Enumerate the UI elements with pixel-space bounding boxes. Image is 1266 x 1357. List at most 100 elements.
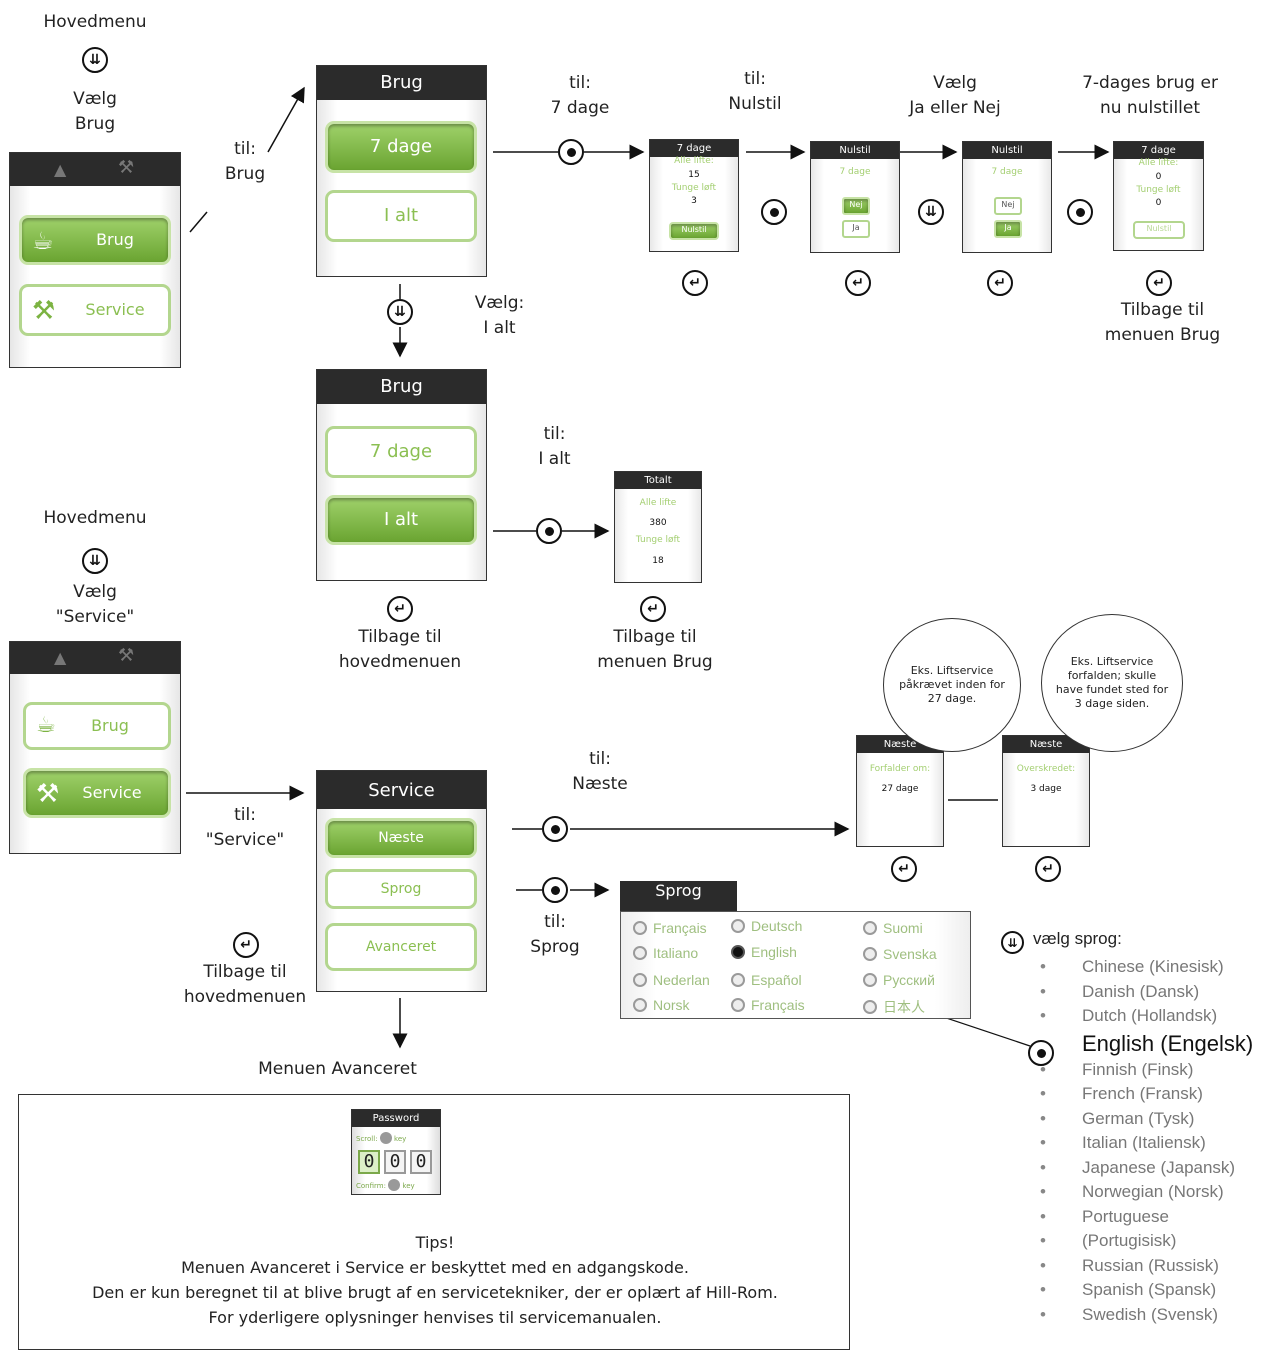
back-icon: ↵ <box>682 270 708 296</box>
sprog-title: Sprog <box>620 881 737 911</box>
label-vaelg-sprog: vælg sprog: <box>1033 929 1122 948</box>
scroll-down-icon: ⇊ <box>1001 931 1024 954</box>
tips-line: For yderligere oplysninger henvises til … <box>208 1308 662 1327</box>
advanced-button[interactable]: Avanceret <box>325 923 477 971</box>
seven-days-screen: 7 dage Alle lifte: 15 Tunge løft 3 Nulst… <box>649 139 739 252</box>
language-option[interactable]: Nederlan <box>633 972 710 988</box>
language-option[interactable]: Español <box>731 972 802 988</box>
value: 0 <box>1155 172 1162 182</box>
screen-title: Brug <box>317 370 486 404</box>
total-button[interactable]: I alt <box>325 190 477 242</box>
label-til-service: til:"Service" <box>205 805 285 850</box>
value: 27 dage <box>881 784 919 794</box>
warning-icon: ▲ <box>54 160 67 179</box>
subtitle: 7 dage <box>991 167 1023 177</box>
label-hovedmenu-1: Hovedmenu <box>43 12 147 32</box>
language-option[interactable]: 日本人 <box>863 997 925 1017</box>
ja-button[interactable]: Ja <box>842 220 870 238</box>
note-circle-2: Eks. Liftservice forfalden; skulle have … <box>1041 614 1183 752</box>
totalt-screen: Totalt Alle lifte 380 Tunge løft 18 <box>614 471 702 583</box>
language-list: Chinese (Kinesisk) Danish (Dansk) Dutch … <box>1040 955 1253 1327</box>
language-option-selected[interactable]: English <box>731 944 797 960</box>
label-hovedmenu-2: Hovedmenu <box>43 508 147 528</box>
digit-field[interactable]: 0 <box>358 1150 380 1174</box>
value: 3 dage <box>1030 784 1062 794</box>
label: Forfalder om: <box>869 764 931 774</box>
label: Tunge løft <box>1136 185 1181 195</box>
label-til-7dage: til:7 dage <box>550 73 610 118</box>
nej-button[interactable]: Nej <box>994 197 1022 215</box>
nulstil-button[interactable]: Nulstil <box>1133 221 1185 239</box>
language-option[interactable]: Français <box>731 997 805 1013</box>
back-icon: ↵ <box>1146 270 1172 296</box>
service-button[interactable]: ⚒ Service <box>19 284 171 336</box>
select-icon <box>542 816 568 842</box>
screen-title: Totalt <box>615 472 701 489</box>
brug-label: Brug <box>91 716 129 735</box>
select-icon <box>558 139 584 165</box>
wrench-icon: ⚒ <box>118 645 135 666</box>
select-icon <box>536 518 562 544</box>
tips-title: Tips! <box>415 1233 455 1252</box>
scroll-down-icon: ⇊ <box>918 199 944 225</box>
warning-icon: ▲ <box>54 648 67 667</box>
tips-box: Password Scroll: key 0 0 0 Confirm: key … <box>18 1094 850 1350</box>
value: 3 <box>691 196 697 206</box>
back-icon: ↵ <box>845 270 871 296</box>
naeste-screen-2: Næste Overskredet: 3 dage <box>1002 735 1090 847</box>
list-item-selected: English (Engelsk) <box>1082 1030 1254 1056</box>
next-button[interactable]: Næste <box>325 818 477 858</box>
status-bar: ▲ ⚒ <box>10 153 180 186</box>
brug-button[interactable]: ☕ Brug <box>23 702 171 750</box>
label-til-sprog: til:Sprog <box>530 912 580 957</box>
label: Alle lifte <box>639 498 677 508</box>
total-button[interactable]: I alt <box>325 495 477 545</box>
digit-field[interactable]: 0 <box>410 1150 432 1174</box>
service-button[interactable]: ⚒ Service <box>23 768 171 818</box>
screen-title: Password <box>352 1110 440 1127</box>
tips-text: Tips! Menuen Avanceret i Service er besk… <box>19 1230 851 1330</box>
language-option[interactable]: Svenska <box>863 946 937 962</box>
language-option[interactable]: Français <box>633 920 707 936</box>
language-option[interactable]: Suomi <box>863 920 923 936</box>
confirm-key-icon <box>388 1179 401 1191</box>
ja-button[interactable]: Ja <box>994 220 1022 238</box>
list-item: Chinese (Kinesisk) <box>1040 955 1253 980</box>
screen-title: Nulstil <box>963 142 1051 159</box>
language-option[interactable]: Deutsch <box>731 918 802 934</box>
status-bar: ▲ ⚒ <box>10 642 180 674</box>
list-item: Swedish (Svensk) <box>1040 1303 1253 1328</box>
label-til-i-alt: til:I alt <box>538 424 571 469</box>
list-item: Dutch (Hollandsk) <box>1040 1004 1253 1029</box>
scroll-key-icon <box>379 1132 392 1144</box>
value: 18 <box>652 556 664 566</box>
wrench-icon: ⚒ <box>36 779 60 809</box>
nej-button[interactable]: Nej <box>842 197 870 215</box>
nulstil-button[interactable]: Nulstil <box>669 222 719 240</box>
seven-days-button[interactable]: 7 dage <box>325 121 477 173</box>
select-icon <box>761 199 787 225</box>
back-icon: ↵ <box>891 856 917 882</box>
language-option[interactable]: Italiano <box>633 945 698 961</box>
value: 15 <box>688 170 700 180</box>
main-menu-screen-2: ▲ ⚒ ☕ Brug ⚒ Service <box>9 641 181 854</box>
label: Alle lifte: <box>1138 158 1179 168</box>
scroll-down-icon: ⇊ <box>387 299 413 325</box>
language-option[interactable]: Русский <box>863 972 935 988</box>
brug-button[interactable]: ☕ Brug <box>19 215 171 265</box>
value: 0 <box>1155 198 1162 208</box>
select-icon <box>542 877 568 903</box>
label: Alle lifte: <box>674 156 714 166</box>
language-option[interactable]: Norsk <box>633 997 690 1013</box>
brug-menu-screen-2: Brug 7 dage I alt <box>316 369 487 581</box>
wrench-icon: ⚒ <box>118 157 135 178</box>
screen-title: Service <box>317 771 486 809</box>
tips-line: Menuen Avanceret i Service er beskyttet … <box>181 1258 689 1277</box>
seven-days-button[interactable]: 7 dage <box>325 426 477 478</box>
language-button[interactable]: Sprog <box>325 869 477 909</box>
digit-field[interactable]: 0 <box>384 1150 406 1174</box>
